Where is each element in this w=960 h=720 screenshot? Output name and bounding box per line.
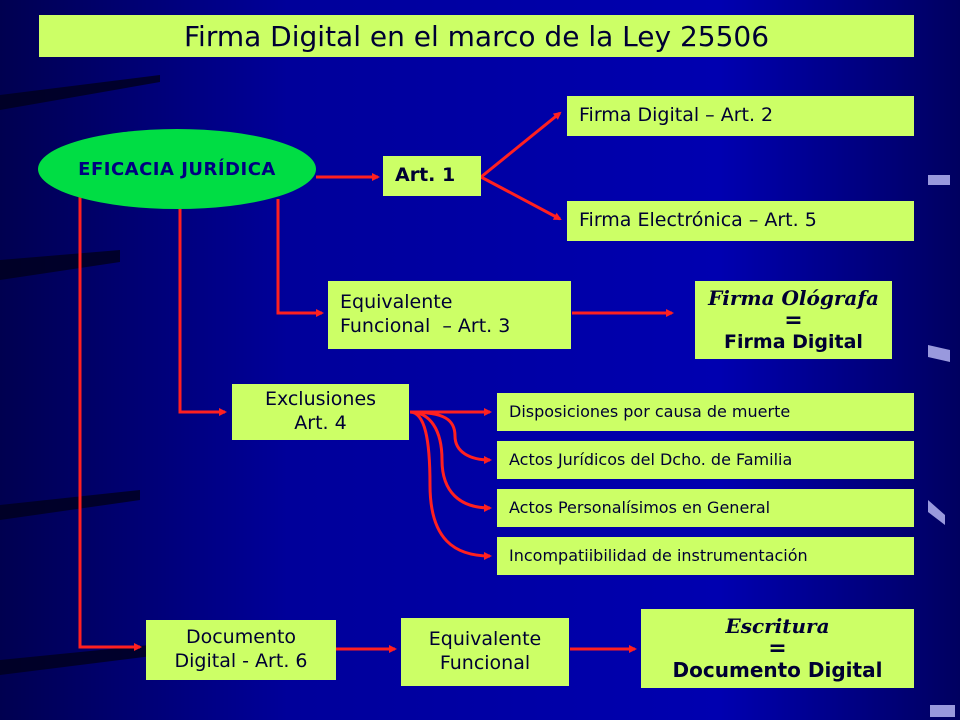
equivalente-funcional-art3-box: Equivalente Funcional – Art. 3 (328, 281, 571, 349)
documento-line1: Documento (185, 626, 297, 649)
documento-digital-label: Documento Digital (672, 658, 883, 683)
exclusion-item-3: Actos Personalísimos en General (497, 489, 914, 527)
firma-electronica-art5-box: Firma Electrónica – Art. 5 (567, 201, 914, 241)
arrow-eficacia-to-art3 (276, 199, 324, 317)
documento-digital-art6-box: Documento Digital - Art. 6 (146, 620, 336, 680)
exclusion-item-4: Incompatiibilidad de instrumentación (497, 537, 914, 575)
documento-line2: Digital - Art. 6 (174, 650, 308, 672)
olografa-equals-digital-box: Firma Ológrafa = Firma Digital (695, 281, 892, 359)
arrow-art4-to-item3 (409, 410, 492, 512)
exclusiones-art4-box: Exclusiones Art. 4 (232, 384, 409, 440)
escritura-label: Escritura (725, 613, 830, 638)
firma-digital-label: Firma Digital (724, 330, 863, 353)
arrow-art1-to-art2 (480, 111, 562, 179)
exclusiones-line1: Exclusiones (264, 388, 377, 411)
eficacia-juridica-ellipse: EFICACIA JURÍDICA (38, 129, 316, 209)
equivalente-art3-line2: Funcional – Art. 3 (340, 315, 511, 337)
arrow-art4-to-item2 (409, 410, 492, 464)
arrow-eficacia-to-art6 (78, 195, 142, 651)
exclusiones-line2: Art. 4 (294, 412, 347, 434)
escritura-equals-documento-box: Escritura = Documento Digital (641, 609, 914, 688)
firma-digital-art2-box: Firma Digital – Art. 2 (567, 96, 914, 136)
equals-sign-2: = (768, 635, 787, 661)
exclusion-item-2: Actos Jurídicos del Dcho. de Familia (497, 441, 914, 479)
slide-title: Firma Digital en el marco de la Ley 2550… (39, 15, 914, 57)
arrow-art1-to-art5 (480, 175, 562, 221)
equals-sign: = (784, 307, 803, 333)
equivalente-line1: Equivalente (428, 628, 542, 651)
equivalente-line2: Funcional (439, 652, 531, 674)
equivalente-art3-line1: Equivalente (340, 291, 453, 314)
arrow-eficacia-to-art4 (178, 208, 227, 416)
exclusion-item-1: Disposiciones por causa de muerte (497, 393, 914, 431)
arrow-art4-to-item4 (409, 410, 492, 560)
equivalente-funcional-box: Equivalente Funcional (401, 618, 569, 686)
firma-olografa-label: Firma Ológrafa (708, 285, 879, 310)
art1-box: Art. 1 (383, 156, 481, 196)
